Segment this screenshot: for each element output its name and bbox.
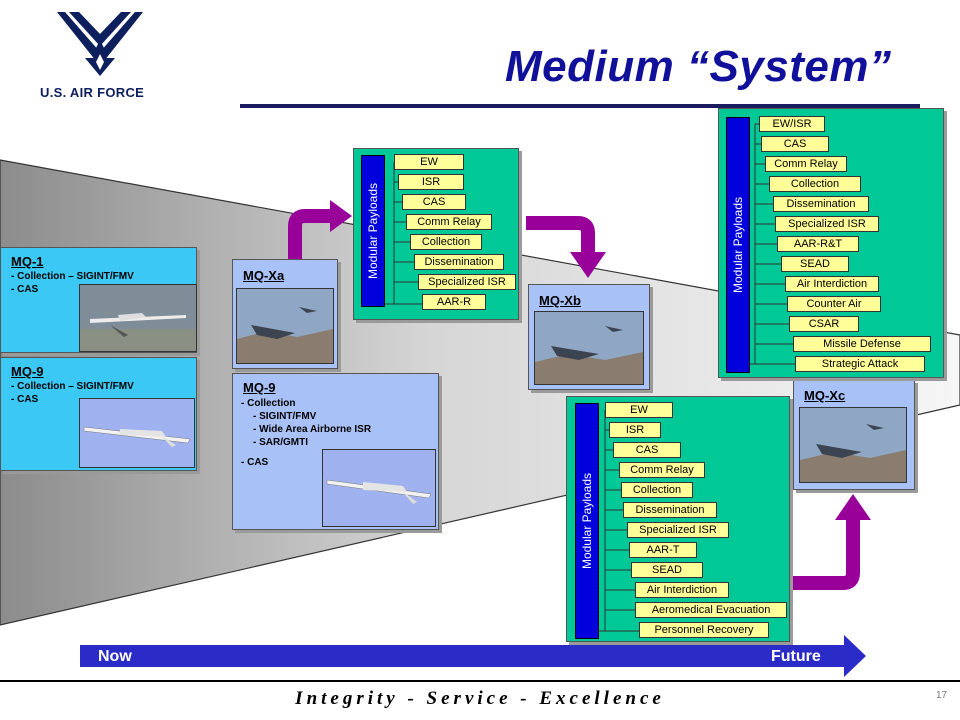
mq9-left-panel: MQ-9 - Collection – SIGINT/FMV - CAS <box>0 357 197 471</box>
mqxb-aircraft-image <box>534 311 644 385</box>
payload-item: SEAD <box>631 562 703 578</box>
mq9-mid-panel: MQ-9 - Collection - SIGINT/FMV - Wide Ar… <box>232 373 439 530</box>
payload-item: AAR-T <box>629 542 697 558</box>
payload-item: Aeromedical Evacuation <box>635 602 787 618</box>
payload-item: Collection <box>769 176 861 192</box>
payload-item: Comm Relay <box>406 214 492 230</box>
payload-item: SEAD <box>781 256 849 272</box>
payload-connector-lines <box>748 123 795 365</box>
mqxb-panel: MQ-Xb <box>528 284 650 390</box>
payload-panel-c: Modular Payloads EW/ISR CAS Comm Relay C… <box>718 108 944 378</box>
timeline-now-label: Now <box>98 648 132 665</box>
payload-item: Specialized ISR <box>627 522 729 538</box>
payload-panel-b: Modular Payloads EW ISR CAS Comm Relay C… <box>566 396 790 642</box>
mq9-mid-aircraft-image <box>322 449 436 527</box>
mq9-mid-line: - Wide Area Airborne ISR <box>253 424 372 435</box>
payload-item: CAS <box>613 442 681 458</box>
payload-item: ISR <box>398 174 464 190</box>
payload-item: CSAR <box>789 316 859 332</box>
payload-item: Personnel Recovery <box>639 622 769 638</box>
mqxc-aircraft-image <box>799 407 907 483</box>
mqxa-title: MQ-Xa <box>243 268 285 283</box>
logo-text: U.S. AIR FORCE <box>40 85 145 100</box>
page-title: Medium “System” <box>505 42 892 91</box>
payload-item: Specialized ISR <box>775 216 879 232</box>
payload-connector-lines <box>597 410 639 632</box>
payload-item: EW <box>394 154 464 170</box>
modular-payloads-bar: Modular Payloads <box>726 117 750 373</box>
payload-item: Dissemination <box>414 254 504 270</box>
page-number: 17 <box>936 690 948 701</box>
modular-payloads-bar: Modular Payloads <box>575 403 599 639</box>
payload-item: EW <box>605 402 673 418</box>
mq9-mid-line: - SAR/GMTI <box>253 437 308 448</box>
payload-item: CAS <box>761 136 829 152</box>
mqxc-panel: MQ-Xc <box>793 380 915 490</box>
mqxa-panel: MQ-Xa <box>232 259 338 369</box>
mq9-left-title: MQ-9 <box>11 364 44 379</box>
footer-divider <box>0 680 960 682</box>
payload-item: CAS <box>402 194 466 210</box>
payload-item: Counter Air <box>787 296 881 312</box>
payload-item: Air Interdiction <box>635 582 729 598</box>
mq9-mid-line: - SIGINT/FMV <box>253 411 317 422</box>
payload-item: EW/ISR <box>759 116 825 132</box>
payload-item: AAR-R&T <box>777 236 859 252</box>
payload-item: Dissemination <box>773 196 869 212</box>
payload-item: Specialized ISR <box>418 274 516 290</box>
mq1-panel: MQ-1 - Collection – SIGINT/FMV - CAS <box>0 247 197 353</box>
mq9-mid-line: - CAS <box>241 457 269 468</box>
mq9-left-line: - Collection – SIGINT/FMV <box>11 381 134 392</box>
payload-item: Missile Defense <box>793 336 931 352</box>
mqxc-title: MQ-Xc <box>804 388 846 403</box>
payload-item: Dissemination <box>623 502 717 518</box>
mqxa-aircraft-image <box>236 288 334 364</box>
mqxb-title: MQ-Xb <box>539 293 581 308</box>
payload-connector-lines <box>383 161 422 305</box>
payload-item: Comm Relay <box>765 156 847 172</box>
modular-payloads-bar: Modular Payloads <box>361 155 385 307</box>
payload-item: Strategic Attack <box>795 356 925 372</box>
mq9-mid-line: - Collection <box>241 398 296 409</box>
payload-item: Comm Relay <box>619 462 705 478</box>
mq9-left-aircraft-image <box>79 398 195 468</box>
payload-item: Air Interdiction <box>785 276 879 292</box>
footer-motto: Integrity - Service - Excellence <box>295 688 665 709</box>
payload-item: Collection <box>410 234 482 250</box>
air-force-logo <box>55 10 145 80</box>
payload-panel-a: Modular Payloads EW ISR CAS Comm Relay C… <box>353 148 519 320</box>
mq1-title: MQ-1 <box>11 254 44 269</box>
mq1-aircraft-image <box>79 284 197 352</box>
timeline-future-label: Future <box>771 648 821 665</box>
payload-item: ISR <box>609 422 661 438</box>
payload-item: AAR-R <box>422 294 486 310</box>
mq1-line: - Collection – SIGINT/FMV <box>11 271 134 282</box>
mq1-line: - CAS <box>11 284 39 295</box>
mq9-left-line: - CAS <box>11 394 39 405</box>
payload-item: Collection <box>621 482 693 498</box>
mq9-mid-title: MQ-9 <box>243 380 276 395</box>
header-divider <box>240 104 920 108</box>
